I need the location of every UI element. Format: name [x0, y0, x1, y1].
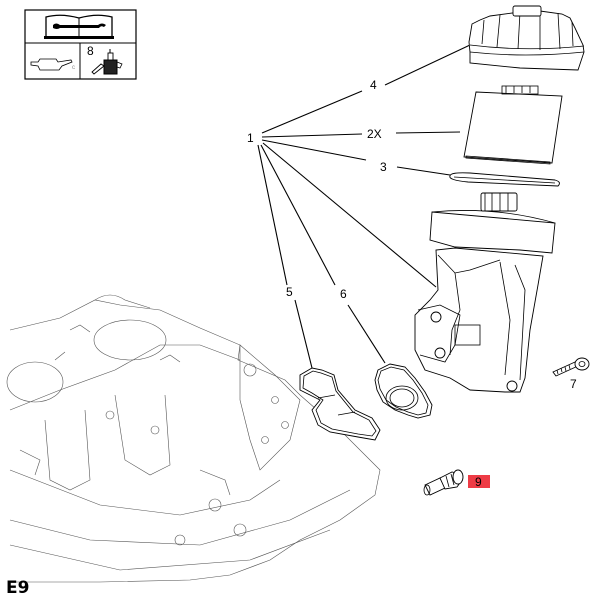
leader-lines	[257, 44, 471, 369]
callout-3: 3	[380, 160, 387, 174]
callout-9: 9	[475, 475, 482, 489]
legend-box: c 8	[24, 9, 137, 80]
callout-9-badge[interactable]: 9	[468, 475, 490, 489]
oil-pressure-switch	[423, 469, 464, 496]
o-ring-seal	[449, 172, 560, 187]
callout-7: 7	[570, 377, 577, 391]
engine-block	[6, 294, 381, 583]
oil-filter-element	[463, 85, 563, 165]
oil-can-icon: c	[30, 58, 75, 71]
callout-1: 1	[247, 131, 254, 145]
sealant-tube-icon	[91, 49, 123, 75]
bolt	[552, 357, 590, 377]
repair-manual-wrench-icon	[44, 14, 114, 39]
page-code: E9	[6, 578, 29, 598]
filter-cap	[468, 5, 585, 71]
svg-text:c: c	[72, 65, 75, 71]
oil-filter-housing	[414, 192, 556, 393]
callout-5: 5	[286, 285, 293, 299]
callout-6: 6	[340, 287, 347, 301]
legend-label-8: 8	[87, 44, 94, 58]
callout-2: 2X	[367, 127, 382, 141]
gasket-large	[299, 367, 381, 441]
callout-4: 4	[370, 78, 377, 92]
gasket-small	[374, 363, 433, 419]
